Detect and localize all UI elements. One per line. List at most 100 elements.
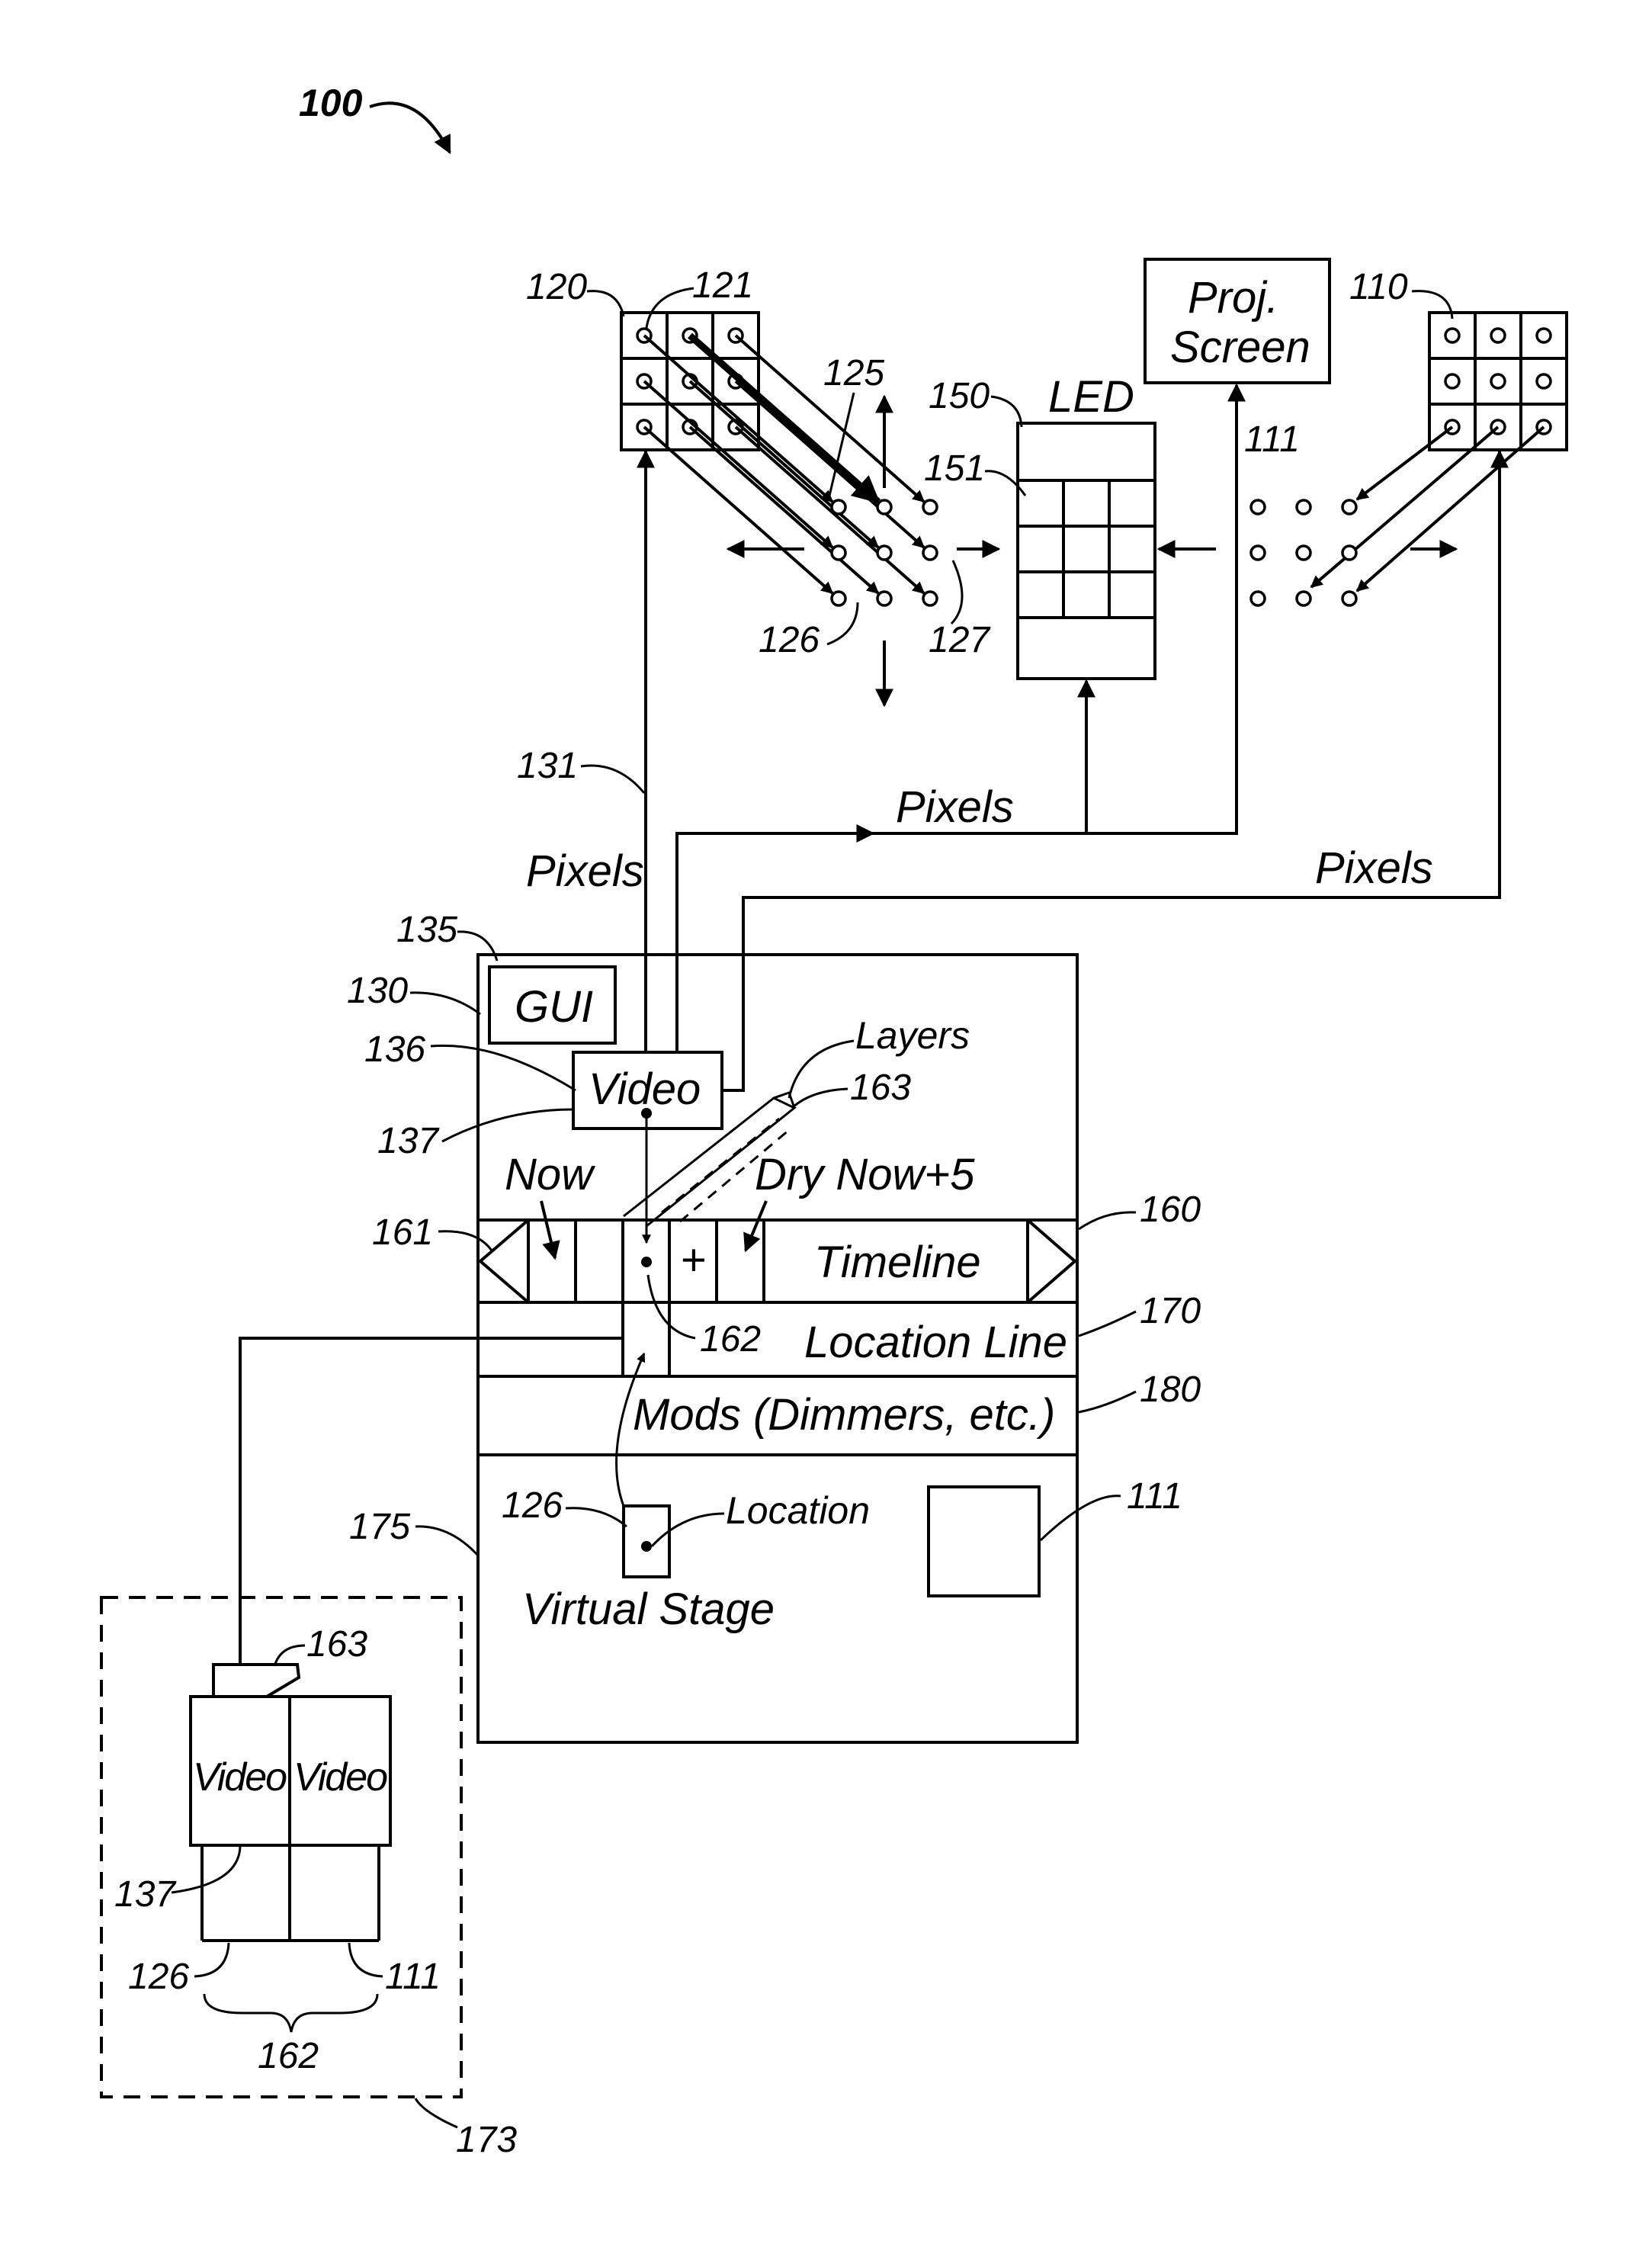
fixture-110-emitters [1445, 329, 1551, 434]
ref-161-leader [438, 1231, 492, 1251]
projected-point-125 [832, 592, 845, 605]
location-label: Location [726, 1489, 870, 1532]
emitter-110 [1445, 374, 1459, 388]
ref-180: 180 [1140, 1369, 1201, 1410]
ref-130: 130 [347, 971, 408, 1011]
projected-point-111 [1251, 546, 1265, 560]
proj-label-line2: Screen [1170, 323, 1310, 372]
ref-162-top: 162 [700, 1319, 761, 1360]
ref-163-stack-leader [274, 1645, 305, 1666]
ref-136: 136 [364, 1029, 425, 1070]
ref-151: 151 [924, 448, 985, 489]
projected-point-125 [923, 592, 937, 605]
projected-point-111 [1251, 592, 1265, 605]
ref-111-stack-leader [349, 1943, 383, 1976]
video-label: Video [589, 1064, 701, 1114]
projected-point-125 [832, 546, 845, 560]
ref-175: 175 [349, 1507, 410, 1547]
location-line-label: Location Line [804, 1318, 1067, 1367]
projected-point-111 [1342, 500, 1356, 514]
stack-video-b: Video [294, 1755, 387, 1800]
layer-stack-173 [101, 1597, 461, 2097]
ref-163-top: 163 [850, 1068, 911, 1108]
projected-point-125 [923, 500, 937, 514]
ref-180-leader [1079, 1392, 1136, 1412]
ref-110: 110 [1349, 267, 1408, 307]
ref-126-stack-leader [194, 1943, 229, 1976]
ref-170: 170 [1140, 1291, 1201, 1331]
ref-137-top: 137 [377, 1121, 440, 1161]
projected-points-111 [1251, 500, 1356, 605]
ref-160: 160 [1140, 1190, 1201, 1230]
emitter-110 [1491, 329, 1505, 342]
pixels-label-right: Pixels [1315, 843, 1433, 893]
stack-video-a: Video [193, 1755, 287, 1800]
ref-126-stage: 126 [502, 1485, 563, 1526]
ref-127: 127 [929, 620, 991, 660]
gui-label: GUI [515, 982, 593, 1032]
beam-120 [690, 427, 878, 593]
ref-100-arrow [370, 103, 450, 153]
timeline-label: Timeline [814, 1238, 981, 1287]
pixels-label-left: Pixels [526, 846, 644, 896]
mods-label: Mods (Dimmers, etc.) [633, 1390, 1055, 1440]
ref-120: 120 [526, 267, 587, 307]
beam-120 [644, 336, 832, 502]
ref-162-stack: 162 [258, 2036, 319, 2076]
plus-label: + [681, 1235, 707, 1285]
ref-111-stage: 111 [1127, 1476, 1182, 1517]
beam-110 [1357, 427, 1452, 499]
timeline-point [641, 1257, 652, 1267]
ref-126-stage-leader [566, 1508, 627, 1527]
ref-136-leader [431, 1045, 576, 1090]
projected-point-125 [832, 500, 845, 514]
now-arrow [541, 1201, 555, 1258]
stack-grid [191, 1697, 390, 1941]
stack-tab-163 [213, 1665, 299, 1697]
ref-127-leader [951, 560, 962, 624]
ref-130-leader [410, 993, 480, 1014]
emitter-110 [1445, 329, 1459, 342]
ref-137-top-leader [442, 1109, 573, 1141]
ref-121: 121 [692, 265, 753, 306]
ref-150: 150 [929, 376, 990, 416]
ref-173: 173 [456, 2120, 517, 2160]
emitter-110 [1491, 374, 1505, 388]
ref-126-stack: 126 [128, 1957, 189, 1997]
ref-137-stack-leader [172, 1845, 240, 1893]
ref-173-leader [415, 2098, 457, 2127]
proj-label-line1: Proj. [1188, 273, 1278, 323]
projected-point-125 [877, 592, 891, 605]
ref-163-top-leader [793, 1089, 848, 1107]
projected-point-111 [1297, 500, 1310, 514]
pixels-label-mid: Pixels [896, 782, 1014, 832]
ref-175-leader [415, 1527, 478, 1556]
beam-120 [736, 381, 924, 547]
projected-point-111 [1342, 546, 1356, 560]
stage-fixture-111 [929, 1487, 1039, 1596]
virtual-stage-label: Virtual Stage [522, 1584, 775, 1634]
projected-point-125 [877, 500, 891, 514]
ref-125: 125 [823, 353, 884, 393]
ref-121-leader [646, 288, 694, 328]
beam-110 [1357, 427, 1544, 591]
ref-131-leader [581, 766, 644, 793]
ref-126-top: 126 [759, 620, 820, 660]
ref-160-leader [1079, 1212, 1136, 1229]
ref-111-top: 111 [1244, 419, 1300, 460]
now-label: Now [505, 1150, 595, 1199]
emitter-110 [1537, 374, 1551, 388]
beam-120 [644, 381, 832, 547]
projected-point-111 [1297, 592, 1310, 605]
projected-point-111 [1342, 592, 1356, 605]
location-leader [652, 1514, 724, 1546]
beam-110 [1311, 427, 1498, 587]
ref-137-stack: 137 [114, 1874, 177, 1915]
ref-170-leader [1079, 1312, 1136, 1336]
ref-120-leader [587, 291, 624, 316]
ref-163-stack: 163 [306, 1624, 367, 1665]
ref-111-stage-leader [1041, 1496, 1121, 1540]
beam-120 [644, 427, 832, 593]
ref-161: 161 [372, 1212, 433, 1253]
led-label: LED [1048, 372, 1134, 422]
